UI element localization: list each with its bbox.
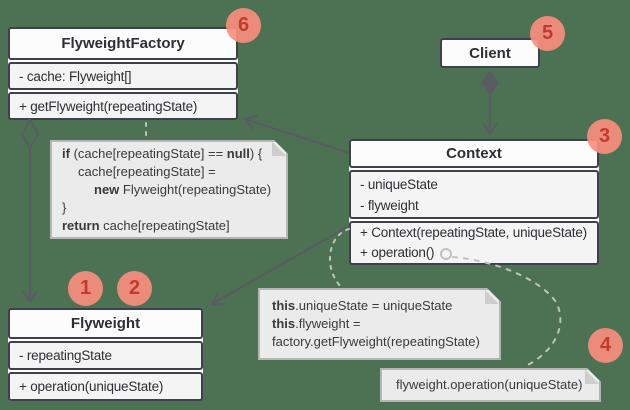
class-title: Flyweight — [8, 308, 203, 339]
attribute-row: - uniqueState — [360, 176, 438, 192]
code-line: if (cache[repeatingState] == null) { — [62, 145, 263, 161]
class-name-label: Flyweight — [70, 315, 141, 332]
class-box-flyweight-factory: FlyweightFactory - cache: Flyweight[] + … — [8, 27, 238, 120]
note-operation-body-code: flyweight.operation(uniqueState) — [380, 368, 601, 402]
note-getflyweight-code: if (cache[repeatingState] == null) { cach… — [50, 140, 288, 239]
step-badge-4: 4 — [588, 328, 623, 363]
class-name-label: Context — [446, 145, 502, 162]
code-line: flyweight.operation(uniqueState) — [396, 377, 583, 392]
methods-compartment: + operation(uniqueState) — [8, 372, 203, 401]
attribute-row: - repeatingState — [19, 348, 112, 363]
code-line: return cache[repeatingState] — [62, 217, 230, 233]
step-badge-3: 3 — [587, 119, 622, 154]
class-title: Context — [349, 139, 599, 168]
class-box-flyweight: Flyweight - repeatingState + operation(u… — [8, 308, 203, 401]
code-line: cache[repeatingState] = — [78, 163, 216, 179]
attributes-compartment: - repeatingState — [8, 341, 203, 370]
aggregation-diamond-icon — [20, 117, 40, 151]
class-name-label: Client — [469, 44, 511, 62]
attribute-row: - flyweight — [360, 197, 419, 213]
attribute-row: - cache: Flyweight[] — [19, 68, 132, 84]
code-line: this.uniqueState = uniqueState — [272, 298, 453, 313]
attributes-compartment: - cache: Flyweight[] — [8, 62, 238, 90]
methods-compartment: + getFlyweight(repeatingState) — [8, 92, 238, 120]
code-line: this.flyweight = — [272, 316, 361, 331]
methods-compartment: + Context(repeatingState, uniqueState) +… — [349, 221, 599, 265]
method-row: + getFlyweight(repeatingState) — [19, 98, 198, 114]
method-row: + Context(repeatingState, uniqueState) — [360, 225, 587, 240]
code-line: factory.getFlyweight(repeatingState) — [272, 334, 480, 349]
method-row: + operation(uniqueState) — [19, 379, 164, 394]
note-fold-corner-icon — [272, 142, 286, 156]
step-badge-5: 5 — [530, 16, 565, 51]
composition-diamond-icon — [481, 70, 499, 96]
class-box-context: Context - uniqueState - flyweight + Cont… — [349, 139, 599, 265]
code-line: } — [62, 199, 67, 215]
note-context-constructor-code: this.uniqueState = uniqueState this.flywe… — [258, 288, 501, 360]
step-badge-2: 2 — [117, 271, 152, 306]
class-name-label: FlyweightFactory — [61, 35, 185, 52]
class-title: Client — [440, 38, 540, 68]
attributes-compartment: - uniqueState - flyweight — [349, 170, 599, 219]
note-fold-corner-icon — [485, 290, 499, 304]
code-line: new Flyweight(repeatingState) — [94, 181, 272, 197]
class-title: FlyweightFactory — [8, 27, 238, 60]
step-badge-1: 1 — [68, 271, 103, 306]
method-row: + operation() — [360, 245, 435, 260]
step-badge-6: 6 — [226, 8, 261, 43]
note-connector-context-constructor — [328, 228, 350, 289]
class-box-client: Client — [440, 38, 540, 68]
note-fold-corner-icon — [585, 370, 599, 384]
